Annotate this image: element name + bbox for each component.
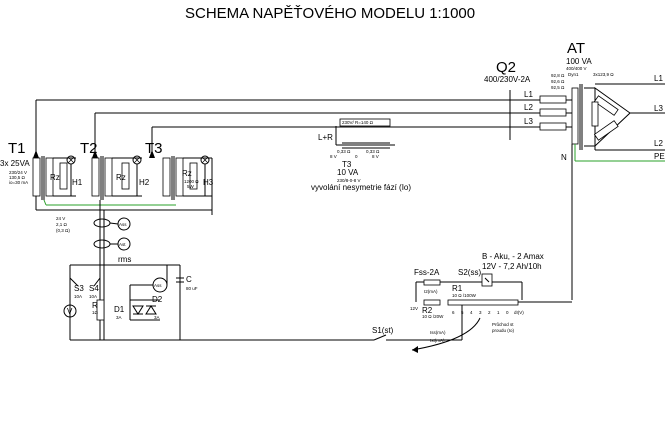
meter-ist: Ist(mA) (430, 338, 445, 343)
asym-volt-1: 8 V (330, 154, 337, 159)
at-res-1: 92,8 Ω (551, 73, 565, 78)
diode-d2: D2 (152, 295, 163, 304)
out-l3: L3 (654, 104, 663, 113)
asym-tap-1: 0,33 Ω (337, 149, 351, 154)
resistor-r2: R2 (422, 306, 433, 315)
lower-spec-2: 2,1 Ω (56, 222, 68, 227)
scale-unit: dI(V) (514, 310, 524, 315)
asym-tap-2: 0,33 Ω (366, 149, 380, 154)
at-n-label: N (561, 153, 567, 162)
t3-rz: Rz (182, 169, 192, 178)
voltmeter-v: V (67, 307, 73, 316)
resistor-r1-value: 10 Ω /100W (452, 293, 477, 298)
battery-spec: 12V - 7,2 Ah/10h (482, 262, 542, 271)
t2-rz: Rz (116, 173, 126, 182)
diode-d1: D1 (114, 305, 125, 314)
lamp-h1: H1 (72, 178, 83, 187)
t1-label: T1 (8, 140, 26, 157)
q2-line-l2: L2 (524, 103, 533, 112)
asym-volt-2: 0 (355, 154, 358, 159)
q2-label: Q2 (496, 59, 516, 76)
transformer-t2: T2 Rz H2 (80, 140, 150, 200)
at-spec3: Dyn1 (568, 72, 579, 77)
capacitor-c: C (186, 275, 192, 284)
scale-6: 6 (452, 310, 455, 315)
lower-spec-1: 24 V (56, 216, 65, 221)
at-label: AT (567, 40, 585, 57)
asym-t3: T3 (342, 160, 352, 169)
switch-s1: S1(st) (372, 326, 394, 335)
resistor-r-value: 1Ω (92, 310, 99, 315)
lower-spec-3: (0,3 Ω) (56, 228, 70, 233)
switch-s3-value: 10A (74, 294, 82, 299)
t3-rz-value: 1200 Ω (184, 179, 199, 184)
measurement-circuit: 24 V 2,1 Ω (0,3 Ω) Ass Ast rms S3 10A S4… (56, 216, 198, 341)
asym-caption: vyvolání nesymetrie fází (Io) (311, 183, 411, 192)
switch-s4-value: 10A (89, 294, 97, 299)
asymmetry-circuit: 230V/ R=140 Ω L+R 0,33 Ω 0,33 Ω 8 V 0 8 … (311, 118, 411, 192)
scale-4: 4 (470, 310, 473, 315)
transformer-t1: T1 3x 25VA 230/24 V 130,5 Ω io=30 mA Rz … (0, 140, 83, 200)
diagram-title: SCHEMA NAPĚŤOVÉHO MODELU 1:1000 (185, 5, 475, 22)
resistor-r2-value: 10 Ω /20W (422, 314, 444, 319)
at-res-right: 3x123,9 Ω (593, 72, 614, 77)
voltage-12v: 12V (410, 306, 418, 311)
t1-spec: 3x 25VA (0, 159, 30, 168)
switch-s2: S2(ss) (458, 268, 481, 277)
resistor-r: R (92, 301, 98, 310)
main-bus-lines (33, 99, 510, 158)
battery-label: B - Aku, - 2 Amax (482, 252, 544, 261)
asym-ratio: 230/8-0-8 V (337, 178, 361, 183)
asym-resistor: 230V/ R=140 Ω (342, 120, 374, 125)
at-res-2: 92,6 Ω (551, 79, 565, 84)
switch-s3: S3 (74, 284, 84, 293)
q2-spec: 400/230V-2A (484, 75, 531, 84)
t3-label: T3 (145, 140, 163, 157)
scale-1: 1 (497, 310, 500, 315)
scale-3: 3 (479, 310, 482, 315)
ammeter-ass-2: Ass (154, 283, 162, 288)
autotransformer-at: AT 100 VA 400/400 V Dyn1 92,8 Ω 92,6 Ω 9… (539, 40, 665, 300)
asym-va: 10 VA (337, 168, 359, 177)
t1-rz: Rz (50, 173, 60, 182)
diode-d1-value: 3A (116, 315, 122, 320)
battery-circuit: B - Aku, - 2 Amax 12V - 7,2 Ah/10h S2(ss… (104, 252, 572, 353)
out-l1: L1 (654, 74, 663, 83)
t1-note-1: 230/24 V (9, 170, 27, 175)
at-spec: 100 VA (566, 57, 592, 66)
lamp-h3: H3 (203, 178, 214, 187)
pruchod-1: Průchod st (492, 321, 514, 327)
q2-line-l1: L1 (524, 90, 533, 99)
current-ia: I2(mA) (424, 289, 438, 294)
transformer-t3: T3 Rz 1200 Ω 5W H3 (145, 140, 214, 200)
asym-volt-3: 8 V (372, 154, 379, 159)
rms-label: rms (118, 255, 131, 264)
scale-2: 2 (488, 310, 491, 315)
pruchod-2: proudu (Io) (492, 328, 515, 333)
asym-lr: L+R (318, 133, 333, 142)
at-res-3: 92,5 Ω (551, 85, 565, 90)
switch-q2: Q2 400/230V-2A L1 L2 L3 (484, 59, 540, 140)
meter-iss: Iss(mA) (430, 330, 446, 335)
resistor-r1: R1 (452, 284, 463, 293)
q2-line-l3: L3 (524, 117, 533, 126)
lamp-h2: H2 (139, 178, 150, 187)
switch-s4: S4 (89, 284, 99, 293)
scale-0: 0 (506, 310, 509, 315)
t3-rz-value2: 5W (187, 184, 195, 189)
ammeter-ast: Ast (119, 242, 126, 247)
out-pe: PE (654, 152, 665, 161)
capacitor-c-value: 80 uF (186, 286, 198, 291)
ammeter-ass-1: Ass (119, 222, 127, 227)
t1-note-3: io=30 mA (9, 180, 28, 185)
diode-d2-value: 3A (154, 315, 160, 320)
t1-note-2: 130,5 Ω (9, 175, 26, 180)
out-l2: L2 (654, 139, 663, 148)
t2-label: T2 (80, 140, 98, 157)
fuse-fss: Fss-2A (414, 268, 440, 277)
at-spec2: 400/400 V (566, 66, 587, 71)
